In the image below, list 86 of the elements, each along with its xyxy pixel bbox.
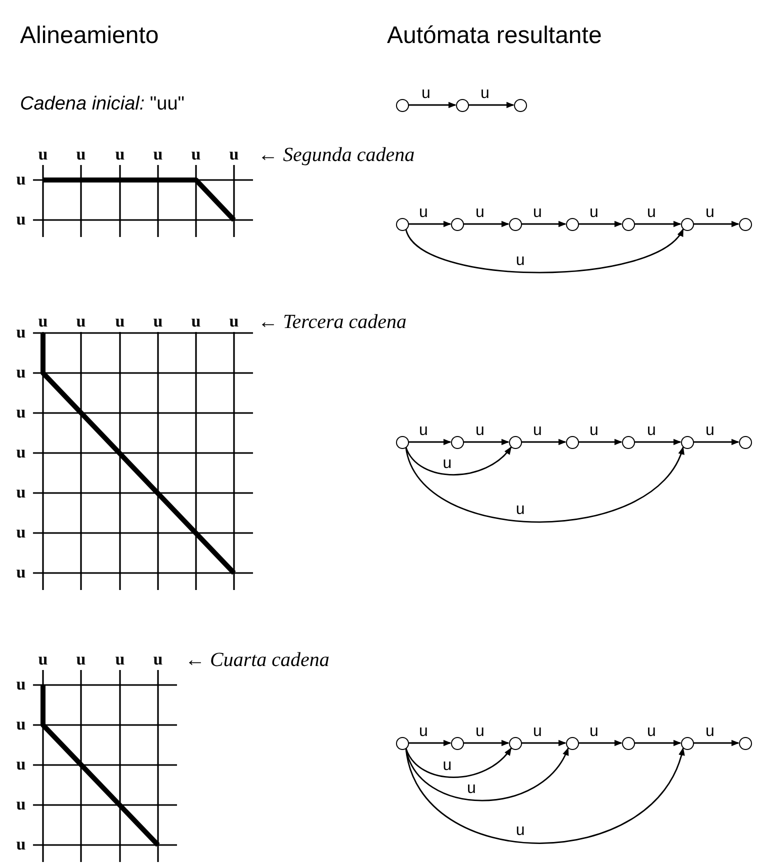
state-circle [566,218,578,230]
column-letter: u [229,146,239,164]
state-circle [508,736,522,750]
state-circle [508,218,522,230]
column-letter: u [76,146,86,164]
row-letter: u [16,564,26,582]
state-circle [450,218,464,230]
state-circle [680,736,694,750]
arrow [464,438,510,446]
state-circle [738,436,752,448]
column-letter: u [153,146,163,164]
row-letter: u [16,484,26,502]
arrow [522,220,566,228]
state-circle [514,98,526,112]
state-circle [396,736,408,750]
arrow [694,740,740,746]
initial-string-note: Cadena inicial: "uu" [20,94,185,116]
state-circle [622,436,634,448]
arrow [634,220,682,228]
column-letter: u [153,650,163,670]
column-letter: u [115,312,125,332]
state-circle [396,98,408,112]
state-circle [566,736,578,750]
arrow [405,748,512,778]
column-letter: u [76,650,86,670]
string-caption: ← Tercera cadena [258,311,406,333]
arrow [405,446,684,523]
state-circle [456,98,468,112]
state-circle [450,436,464,448]
arrow [694,438,740,446]
state-circle [508,436,522,448]
row-letter: u [16,676,26,694]
arrow [405,446,512,476]
arrow [468,102,514,108]
string-caption: ← Cuarta cadena [185,649,330,671]
state-circle [680,218,694,230]
arrow [522,438,566,446]
arrow [694,220,740,228]
column-letter: u [153,312,163,332]
column-letter: u [76,312,86,332]
row-letter: u [16,170,26,190]
arrow [522,740,566,746]
string-caption: ← Segunda cadena [258,144,415,166]
row-letter: u [16,716,26,734]
row-letter: u [16,524,26,542]
state-circle [450,736,464,750]
state-circle [396,218,408,230]
row-letter: u [16,836,26,854]
state-circle [622,736,634,750]
column-letter: u [191,312,201,332]
arrow [634,438,682,446]
arrow [405,748,569,802]
row-letter: u [16,210,26,230]
state-circle [680,436,694,448]
arrow [578,740,622,746]
state-circle [396,436,408,448]
arrow [405,747,684,844]
row-letter: u [16,756,26,774]
arrow [464,220,510,228]
arrow [408,102,456,108]
arrow [408,438,452,446]
arrow [634,740,682,746]
state-circle [566,436,578,448]
column-heading: Alineamiento [20,22,159,50]
column-letter: u [115,146,125,164]
row-letter: u [16,796,26,814]
column-letter: u [191,146,201,164]
state-circle [622,218,634,230]
column-letter: u [38,146,48,164]
row-letter: u [16,444,26,462]
arrow [578,438,622,446]
arrow [408,740,452,746]
column-letter: u [38,650,48,670]
column-letter: u [229,312,239,332]
column-heading: Autómata resultante [387,22,602,50]
state-circle [738,736,752,750]
arrow [578,220,622,228]
arrow [405,228,684,274]
row-letter: u [16,324,26,342]
column-letter: u [115,650,125,670]
column-letter: u [38,312,48,332]
arrow [464,740,510,746]
row-letter: u [16,404,26,422]
state-circle [738,218,752,230]
row-letter: u [16,364,26,382]
arrow [408,220,452,228]
